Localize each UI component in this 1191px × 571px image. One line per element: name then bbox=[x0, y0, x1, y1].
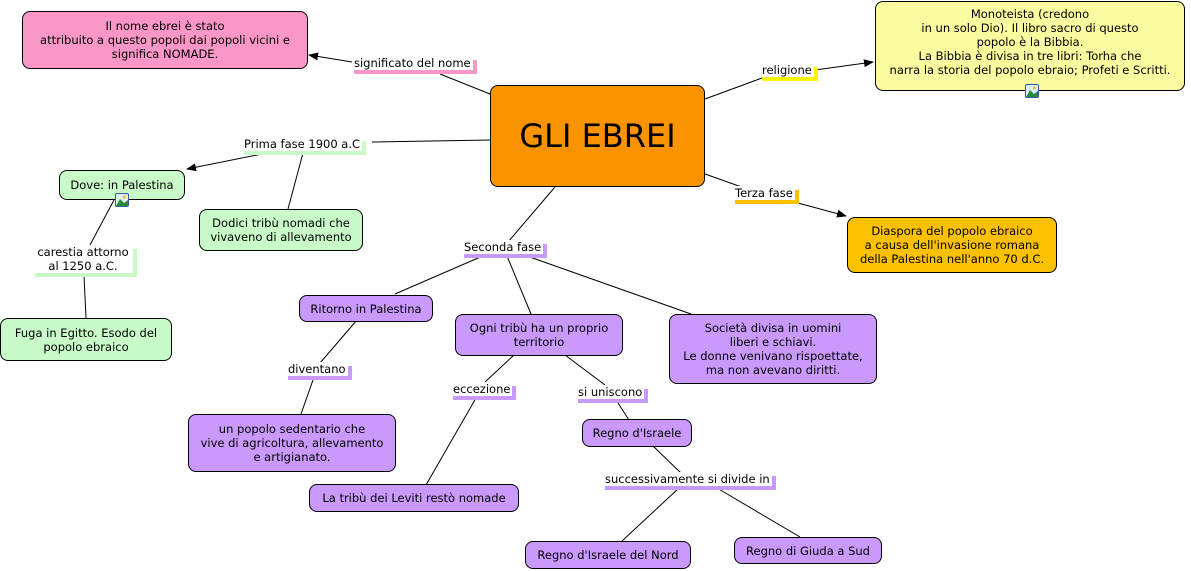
link-label-religion[interactable]: religione bbox=[760, 63, 818, 81]
line-unite-kingdom bbox=[615, 399, 630, 421]
line-famine-egypt bbox=[83, 275, 87, 319]
link-label-exception[interactable]: eccezione bbox=[451, 382, 517, 400]
line-central-first-phase bbox=[371, 139, 491, 143]
concept-diaspora[interactable]: Diaspora del popolo ebraico a causa dell… bbox=[847, 217, 1057, 273]
concept-religion[interactable]: Monoteista (credono in un solo Dio). Il … bbox=[875, 1, 1185, 91]
arrow-diaspora bbox=[797, 202, 847, 218]
line-where-famine bbox=[89, 199, 115, 246]
concept-sedentary[interactable]: un popolo sedentario che vive di agricol… bbox=[188, 414, 396, 472]
arrow-meaning bbox=[308, 52, 353, 63]
link-label-famine[interactable]: carestia attorno al 1250 a.C. bbox=[33, 245, 137, 277]
link-label-first-phase[interactable]: Prima fase 1900 a.C bbox=[242, 137, 367, 155]
line-central-religion-label bbox=[704, 77, 763, 100]
line-territory-unite bbox=[564, 354, 606, 386]
line-exception-levites bbox=[425, 397, 477, 486]
concept-levites[interactable]: La tribù dei Leviti restò nomade bbox=[309, 484, 519, 512]
concept-twelve-tribes[interactable]: Dodici tribù nomadi che vivaveno di alle… bbox=[199, 209, 363, 251]
concept-flight-egypt[interactable]: Fuga in Egitto. Esodo del popolo ebraico bbox=[0, 318, 172, 361]
concept-kingdom-north[interactable]: Regno d'Israele del Nord bbox=[525, 541, 691, 569]
line-become-sedentary bbox=[300, 379, 314, 415]
concept-return-palestine[interactable]: Ritorno in Palestina bbox=[299, 295, 433, 322]
arrow-religion bbox=[814, 59, 874, 71]
image-resource-icon[interactable] bbox=[115, 193, 129, 207]
line-kingdom-divides bbox=[652, 445, 684, 476]
line-central-second-phase bbox=[507, 186, 556, 243]
link-label-name-meaning[interactable]: significato del nome bbox=[352, 56, 477, 74]
link-label-third-phase[interactable]: Terza fase bbox=[733, 186, 799, 204]
concept-kingdom-south[interactable]: Regno di Giuda a Sud bbox=[734, 537, 882, 564]
link-label-unite[interactable]: si uniscono bbox=[576, 385, 649, 403]
concept-name-meaning[interactable]: Il nome ebrei è stato attribuito a quest… bbox=[22, 11, 308, 69]
image-resource-icon[interactable] bbox=[1025, 84, 1039, 98]
line-divides-north bbox=[621, 487, 680, 542]
line-second-phase-society bbox=[526, 255, 692, 315]
line-central-meaning-label bbox=[439, 73, 491, 95]
concept-society[interactable]: Società divisa in uomini liberi e schiav… bbox=[669, 314, 877, 384]
concept-where-palestine[interactable]: Dove: in Palestina bbox=[59, 170, 185, 200]
link-label-second-phase[interactable]: Seconda fase bbox=[462, 240, 548, 258]
line-second-phase-territory bbox=[506, 255, 532, 315]
central-concept-gli-ebrei[interactable]: GLI EBREI bbox=[490, 85, 705, 187]
link-label-divides[interactable]: successivamente si divide in bbox=[603, 472, 776, 490]
line-return-become bbox=[319, 319, 358, 364]
line-first-phase-tribes bbox=[287, 152, 304, 210]
concept-kingdom-israel[interactable]: Regno d'Israele bbox=[582, 419, 692, 447]
arrow-where bbox=[186, 152, 268, 172]
link-label-become[interactable]: diventano bbox=[286, 362, 352, 380]
line-second-phase-return bbox=[394, 254, 486, 295]
line-territory-exception bbox=[484, 354, 515, 383]
line-divides-south bbox=[716, 487, 801, 538]
concept-territory[interactable]: Ogni tribù ha un proprio territorio bbox=[455, 314, 623, 356]
